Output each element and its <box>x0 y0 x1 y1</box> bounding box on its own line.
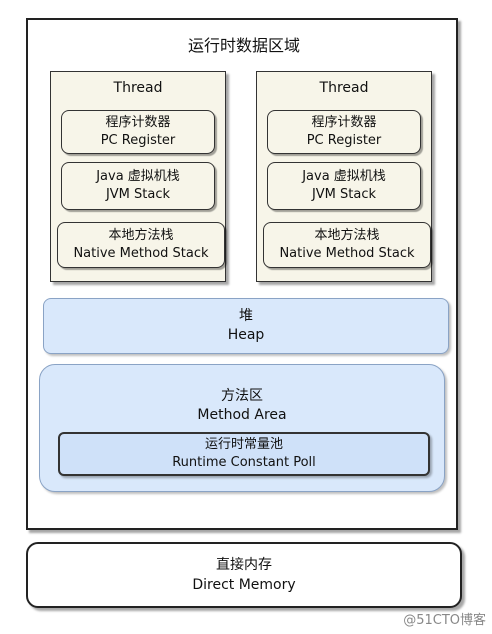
runtime-constant-pool-en: Runtime Constant Poll <box>172 455 316 470</box>
native-method-stack-en: Native Method Stack <box>279 246 415 261</box>
runtime-constant-pool-zh: 运行时常量池 <box>204 437 283 452</box>
pc-register-en: PC Register <box>306 133 382 148</box>
heap-en: Heap <box>227 327 265 343</box>
native-method-stack-box: 本地方法栈 Native Method Stack <box>263 222 431 268</box>
jvm-stack-box: Java 虚拟机栈 JVM Stack <box>267 162 421 210</box>
method-area-box: 方法区 Method Area 运行时常量池 Runtime Constant … <box>39 364 445 492</box>
watermark: @51CTO博客 <box>403 613 486 628</box>
method-area-title: 方法区 Method Area <box>40 387 444 425</box>
thread-title: Thread <box>113 80 163 96</box>
jvm-stack-en: JVM Stack <box>311 187 377 202</box>
jvm-stack-en: JVM Stack <box>105 187 171 202</box>
pc-register-box: 程序计数器 PC Register <box>61 110 215 154</box>
pc-register-zh: 程序计数器 <box>105 115 171 130</box>
heap-box: 堆 Heap <box>43 298 449 354</box>
direct-memory-box: 直接内存 Direct Memory <box>26 542 462 608</box>
thread-title: Thread <box>319 80 369 96</box>
runtime-data-area-title: 运行时数据区域 <box>187 36 300 55</box>
native-method-stack-zh: 本地方法栈 <box>108 228 174 243</box>
native-method-stack-box: 本地方法栈 Native Method Stack <box>57 222 225 268</box>
jvm-stack-box: Java 虚拟机栈 JVM Stack <box>61 162 215 210</box>
pc-register-zh: 程序计数器 <box>311 115 377 130</box>
runtime-constant-pool-box: 运行时常量池 Runtime Constant Poll <box>58 432 430 476</box>
direct-memory-en: Direct Memory <box>192 577 296 593</box>
heap-zh: 堆 <box>239 308 253 324</box>
pc-register-en: PC Register <box>100 133 176 148</box>
thread-box-1: Thread 程序计数器 PC Register Java 虚拟机栈 JVM S… <box>50 71 226 282</box>
native-method-stack-zh: 本地方法栈 <box>314 228 380 243</box>
thread-box-2: Thread 程序计数器 PC Register Java 虚拟机栈 JVM S… <box>256 71 432 282</box>
method-area-en: Method Area <box>197 407 287 423</box>
direct-memory-zh: 直接内存 <box>216 557 272 573</box>
native-method-stack-en: Native Method Stack <box>73 246 209 261</box>
jvm-stack-zh: Java 虚拟机栈 <box>96 169 180 184</box>
pc-register-box: 程序计数器 PC Register <box>267 110 421 154</box>
jvm-stack-zh: Java 虚拟机栈 <box>302 169 386 184</box>
method-area-zh: 方法区 <box>221 388 263 404</box>
